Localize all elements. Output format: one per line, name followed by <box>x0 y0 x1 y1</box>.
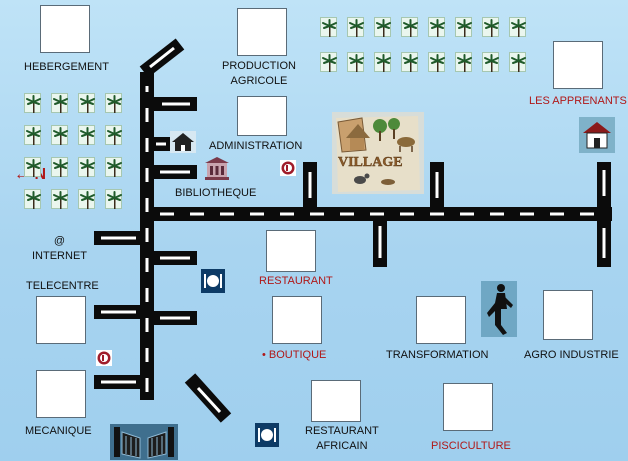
palm-tree-icon <box>374 52 391 72</box>
palm-tree-icon <box>24 157 41 177</box>
parking-sign-icon <box>96 350 112 366</box>
palm-tree-icon <box>78 157 95 177</box>
walking-person-icon <box>481 281 517 337</box>
pisciculture-label: PISCICULTURE <box>431 440 511 452</box>
village-illustration[interactable]: VILLAGE <box>332 112 424 194</box>
gate-icon <box>110 424 178 460</box>
palm-tree-icon <box>320 17 337 37</box>
les-apprenants-building[interactable] <box>553 41 603 89</box>
plate-cutlery-icon <box>255 423 279 447</box>
administration-building[interactable] <box>237 96 287 136</box>
palm-tree-icon <box>455 52 472 72</box>
transformation-building[interactable] <box>416 296 466 344</box>
palm-tree-icon <box>105 157 122 177</box>
production-label-line1: PRODUCTION <box>222 60 296 72</box>
restaurant-africain-label: RESTAURANT AFRICAIN <box>305 424 379 454</box>
mecanique-building[interactable] <box>36 370 86 418</box>
palm-tree-icon <box>51 125 68 145</box>
internet-label: @ INTERNET <box>32 234 87 264</box>
plate-cutlery-icon <box>201 269 225 293</box>
palm-tree-icon <box>482 52 499 72</box>
palm-tree-icon <box>51 189 68 209</box>
restaurant-africain-line1: RESTAURANT <box>305 425 379 437</box>
agro-industrie-label: AGRO INDUSTRIE <box>524 349 619 361</box>
palm-tree-icon <box>401 52 418 72</box>
bibliotheque-label: BIBLIOTHEQUE <box>175 187 257 199</box>
production-agricole-building[interactable] <box>237 8 287 56</box>
palm-tree-icon <box>24 189 41 209</box>
library-building-icon <box>203 155 231 181</box>
boutique-building[interactable] <box>272 296 322 344</box>
palm-tree-icon <box>347 52 364 72</box>
parking-sign-icon <box>280 160 296 176</box>
transformation-label: TRANSFORMATION <box>386 349 489 361</box>
palm-tree-icon <box>105 125 122 145</box>
palm-tree-icon <box>482 17 499 37</box>
palm-tree-icon <box>51 157 68 177</box>
palm-tree-icon <box>24 93 41 113</box>
house-icon <box>579 117 615 153</box>
palm-tree-icon <box>78 189 95 209</box>
restaurant-africain-building[interactable] <box>311 380 361 422</box>
les-apprenants-label: LES APPRENANTS <box>529 95 627 107</box>
production-agricole-label: PRODUCTION AGRICOLE <box>222 59 296 89</box>
palm-tree-icon <box>105 93 122 113</box>
restaurant-building[interactable] <box>266 230 316 272</box>
palm-tree-icon <box>347 17 364 37</box>
palm-tree-icon <box>374 17 391 37</box>
mecanique-label: MECANIQUE <box>25 425 92 437</box>
palm-tree-icon <box>428 52 445 72</box>
boutique-label: • BOUTIQUE <box>262 349 327 361</box>
production-label-line2: AGRICOLE <box>230 75 288 87</box>
palm-tree-icon <box>78 125 95 145</box>
house-icon <box>170 131 196 153</box>
palm-tree-icon <box>24 125 41 145</box>
hebergement-building[interactable] <box>40 5 90 53</box>
pisciculture-building[interactable] <box>443 383 493 431</box>
telecentre-building[interactable] <box>36 296 86 344</box>
palm-tree-icon <box>51 93 68 113</box>
restaurant-africain-line2: AFRICAIN <box>316 440 368 452</box>
palm-tree-icon <box>428 17 445 37</box>
administration-label: ADMINISTRATION <box>209 140 303 152</box>
village-drawing-icon: VILLAGE <box>332 112 424 194</box>
village-sign-text: VILLAGE <box>338 155 403 170</box>
palm-tree-icon <box>105 189 122 209</box>
palm-tree-icon <box>455 17 472 37</box>
palm-tree-icon <box>509 17 526 37</box>
internet-text: INTERNET <box>32 250 87 262</box>
palm-tree-icon <box>78 93 95 113</box>
at-sign-icon: @ <box>53 235 66 247</box>
restaurant-label: RESTAURANT <box>259 275 333 287</box>
agro-industrie-building[interactable] <box>543 290 593 340</box>
hebergement-label: HEBERGEMENT <box>24 61 109 73</box>
telecentre-label: TELECENTRE <box>26 280 99 292</box>
palm-tree-icon <box>320 52 337 72</box>
palm-tree-icon <box>509 52 526 72</box>
palm-tree-icon <box>401 17 418 37</box>
